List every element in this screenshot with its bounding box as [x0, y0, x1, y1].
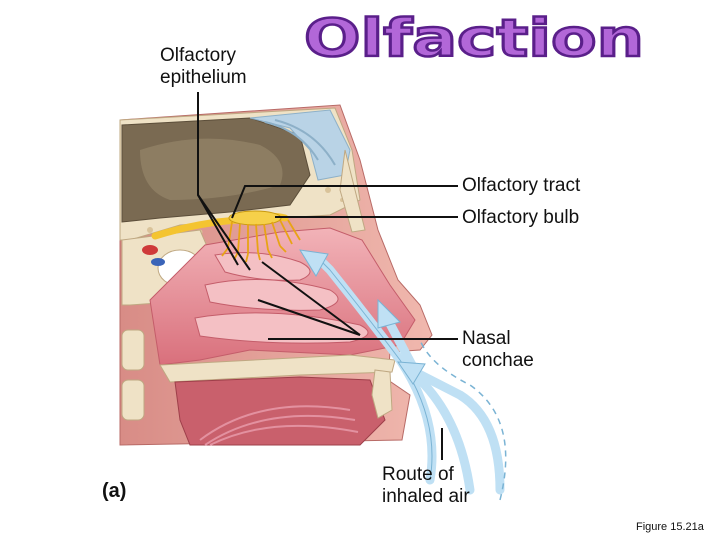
label-olfactory-epithelium: Olfactory epithelium [160, 45, 247, 88]
leader-tract [231, 185, 458, 219]
tongue-texture [199, 405, 359, 446]
upper-lip-bone [371, 369, 393, 419]
air-route-middle [383, 315, 475, 495]
label-route-of-inhaled-air: Route of inhaled air [382, 464, 470, 507]
vertebra [121, 329, 145, 371]
hard-palate [159, 354, 396, 383]
inferior-concha [194, 312, 369, 344]
air-route-lower [410, 367, 505, 495]
arrow-icon [377, 298, 401, 329]
title-graphic: Olfaction [303, 10, 646, 66]
brain-highlight [140, 138, 283, 200]
nasal-bone [339, 149, 366, 233]
figure-caption: Figure 15.21a [636, 521, 704, 533]
label-nasal-conchae: Nasal conchae [462, 328, 534, 371]
page-title: Olfaction [304, 10, 644, 66]
label-olfactory-bulb: Olfactory bulb [462, 207, 580, 228]
leader-epithelium-b [197, 194, 251, 271]
meninges [249, 109, 351, 181]
label-olfactory-tract: Olfactory tract [462, 175, 581, 196]
superior-concha [214, 252, 311, 281]
air-stream-dashed [419, 339, 507, 501]
leader-conchae-2 [261, 261, 361, 336]
leader-lines [197, 92, 458, 460]
leader-conchae-3 [257, 299, 361, 336]
arrow-icon [397, 361, 426, 385]
middle-concha [204, 279, 339, 311]
arrow-icon [299, 249, 329, 277]
panel-label: (a) [102, 480, 127, 502]
